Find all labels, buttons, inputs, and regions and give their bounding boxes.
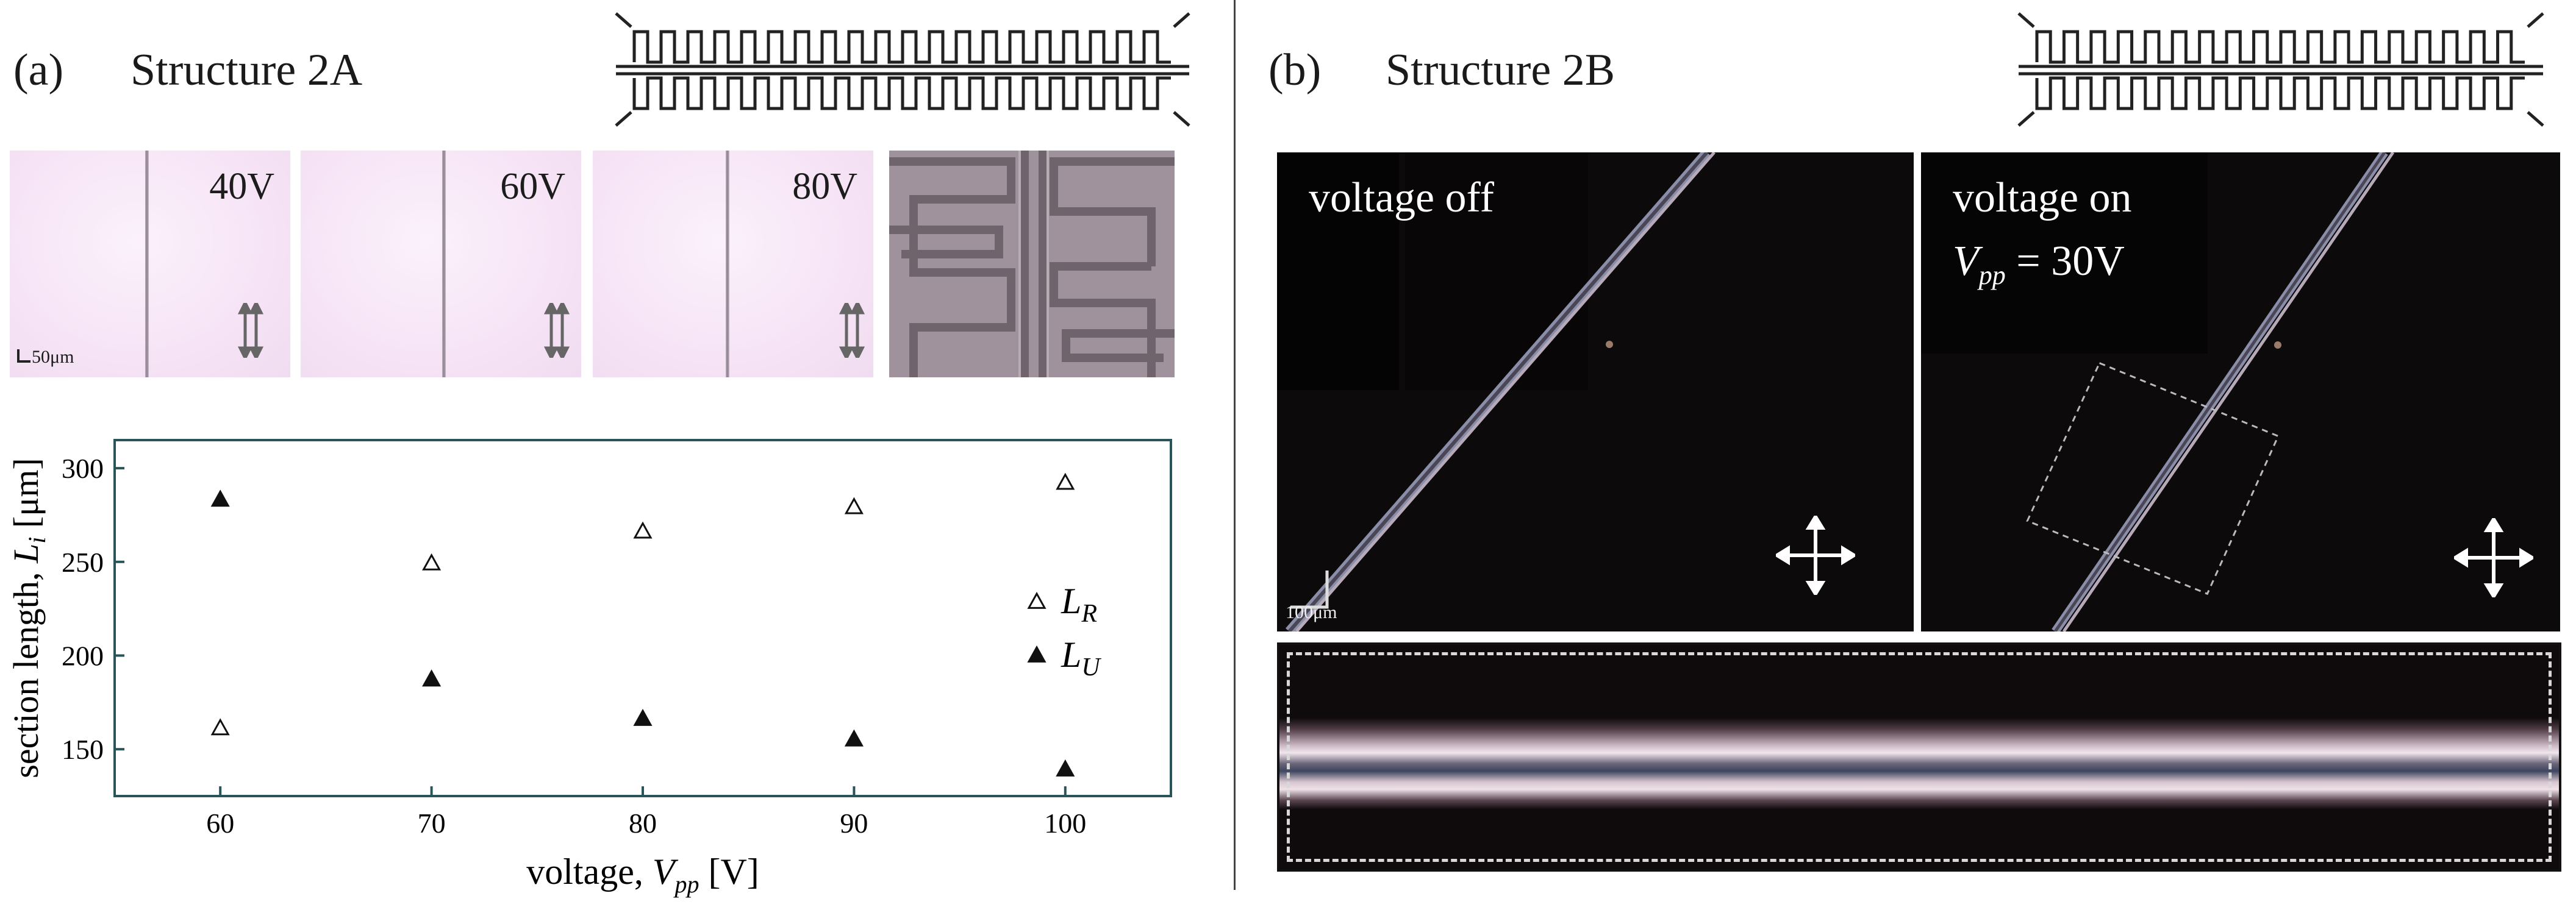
- data-point-lu: [844, 729, 864, 747]
- x-tick-label: 60: [206, 808, 234, 839]
- data-point-lu: [422, 669, 442, 687]
- panel-divider: [1234, 0, 1236, 890]
- y-tick-label: 300: [62, 453, 104, 484]
- data-point-lr: [633, 521, 653, 539]
- tile-voltage-label: 40V: [209, 166, 274, 207]
- y-tick-label: 200: [62, 640, 104, 671]
- scale-bar-icon: [1290, 571, 1329, 609]
- data-point-lr: [844, 497, 864, 514]
- micrograph-40v: 40V 50μm: [10, 151, 290, 377]
- double-arrow-icon: [543, 303, 570, 358]
- micrograph-60v: 60V: [301, 151, 581, 377]
- double-arrow-icon: [839, 303, 865, 358]
- fiber-image-on: [1921, 152, 2395, 631]
- x-axis-label: voltage, Vpp [V]: [526, 852, 759, 898]
- fiber-band: [1279, 718, 2559, 809]
- legend-label: LR: [1061, 581, 1097, 628]
- micrograph-80v: 80V: [593, 151, 873, 377]
- voltage-off-label: voltage off: [1309, 174, 1494, 221]
- plot-frame: [113, 439, 1172, 797]
- tile-voltage-label: 80V: [792, 166, 857, 207]
- x-tick-label: 90: [840, 808, 868, 839]
- data-point-lu: [210, 489, 230, 507]
- electrode-pattern-image: [889, 151, 1175, 377]
- legend-marker: [1027, 645, 1046, 663]
- voltage-on-label: voltage on: [1953, 174, 2132, 221]
- micrograph-voltage-on: voltage on Vpp = 30V: [1921, 152, 2560, 631]
- tile-voltage-label: 60V: [500, 166, 565, 207]
- panel-a-label: (a): [13, 45, 64, 95]
- crossed-polarizer-icon: [2454, 518, 2533, 597]
- electrode-schematic-b: [2017, 12, 2544, 127]
- panel-b-label: (b): [1268, 45, 1322, 95]
- scale-bar-icon: [17, 349, 30, 363]
- voltage-on-value: Vpp = 30V: [1953, 238, 2125, 290]
- data-point-lu: [633, 708, 653, 726]
- fiber-image-off: [1277, 152, 1716, 631]
- legend-label: LU: [1061, 635, 1101, 681]
- micrograph-voltage-off: voltage off 100μm: [1277, 152, 1914, 631]
- double-arrow-icon: [237, 303, 264, 358]
- data-point-lu: [1056, 759, 1075, 777]
- x-tick-label: 70: [418, 808, 446, 839]
- data-point-lr: [1056, 472, 1075, 490]
- zoom-frame: [1287, 652, 2552, 862]
- x-tick-label: 100: [1044, 808, 1086, 839]
- electrode-schematic-a: [615, 12, 1190, 127]
- y-tick-label: 250: [62, 547, 104, 578]
- panel-a-title: Structure 2A: [131, 45, 363, 95]
- electrode-micrograph: [889, 151, 1175, 377]
- scale-bar-label: 100μm: [1286, 602, 1337, 622]
- panel-b-title: Structure 2B: [1386, 45, 1615, 95]
- crossed-polarizer-icon: [1776, 516, 1855, 595]
- section-length-chart: 150 200 250 300 60 70 80 90 100 LR LU voltage, V…: [6, 439, 1172, 898]
- legend-marker: [1027, 591, 1046, 609]
- data-point-lr: [210, 718, 230, 736]
- zoomed-fiber-strip: [1277, 642, 2561, 872]
- y-axis-label: section length, Li [μm]: [6, 458, 51, 778]
- x-tick-label: 80: [629, 808, 657, 839]
- data-point-lr: [422, 553, 442, 571]
- y-tick-label: 150: [62, 734, 104, 765]
- scale-bar-label: 50μm: [32, 347, 74, 367]
